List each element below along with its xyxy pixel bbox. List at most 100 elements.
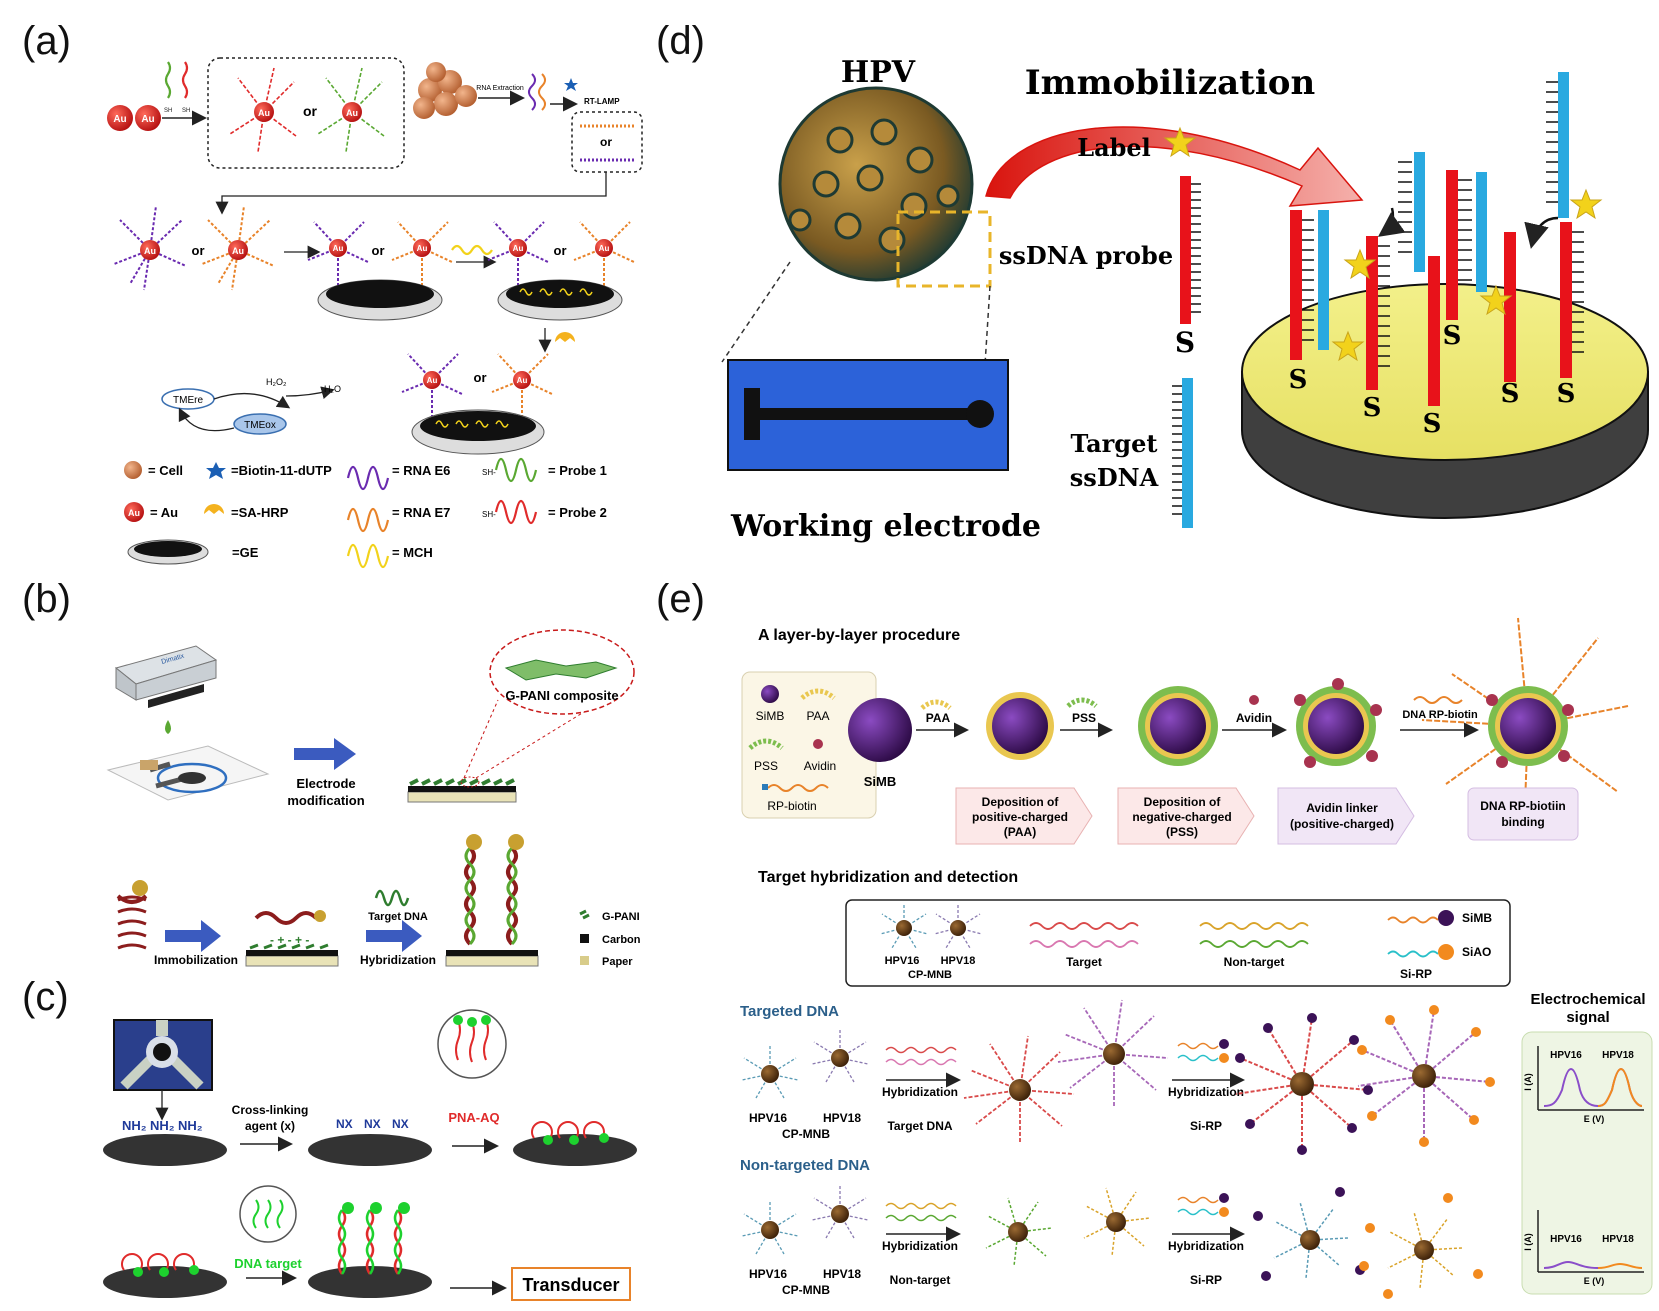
svg-text:Au: Au [427, 376, 438, 385]
svg-text:Au: Au [128, 508, 140, 518]
svg-text:or: or [192, 243, 205, 258]
mch-icon [346, 543, 390, 569]
svg-text:Au: Au [144, 246, 156, 256]
svg-text:SiMB: SiMB [864, 774, 897, 789]
svg-text:Avidin: Avidin [1236, 711, 1272, 725]
svg-text:PSS: PSS [754, 759, 778, 773]
svg-text:E (V): E (V) [1584, 1114, 1605, 1124]
sa-hrp-legend-icon [204, 504, 224, 514]
svg-text:CP-MNB: CP-MNB [908, 969, 952, 981]
transducer-label: Transducer [522, 1275, 619, 1295]
svg-text:Hybridization: Hybridization [1168, 1085, 1244, 1099]
svg-text:NX: NX [392, 1117, 409, 1131]
electrode-c5 [308, 1266, 432, 1298]
svg-text:= Probe 1: = Probe 1 [548, 463, 607, 478]
svg-text:H₂O₂: H₂O₂ [266, 377, 287, 387]
label-text: Label [1077, 133, 1151, 162]
svg-text:HPV18: HPV18 [823, 1267, 861, 1281]
gpani-legend-icon [579, 909, 590, 920]
sensor-chip-image [113, 1019, 213, 1121]
svg-text:Au: Au [513, 244, 524, 253]
svg-text:NX: NX [336, 1117, 353, 1131]
simb-paa-bead [986, 692, 1054, 760]
target-label-2: ssDNA [1070, 463, 1159, 492]
carbon-legend-icon [580, 934, 589, 943]
sa-hrp-icon [555, 332, 575, 342]
biotin-star-icon [564, 78, 578, 91]
probe2-icon [494, 499, 538, 525]
svg-text:HPV16: HPV16 [1550, 1234, 1582, 1245]
svg-text:Au: Au [517, 376, 528, 385]
blue-arrow-electrode-mod [294, 738, 356, 770]
panel-a-label: (a) [22, 19, 71, 63]
svg-text:PAA: PAA [806, 709, 829, 723]
svg-text:(positive-charged): (positive-charged) [1290, 817, 1394, 831]
svg-text:Au: Au [346, 108, 358, 118]
conjugate-box [207, 57, 405, 169]
svg-text:=SA-HRP: =SA-HRP [231, 505, 289, 520]
svg-text:Paper: Paper [602, 956, 633, 968]
inkjet-printer: Dimatix [114, 645, 218, 734]
svg-text:or: or [554, 243, 567, 258]
tme-cycle: TMEre TMEox H₂O₂ H₂O [161, 377, 341, 435]
electrode-c2 [308, 1134, 432, 1166]
svg-text:S: S [1423, 409, 1442, 439]
targeted-row: HPV16 HPV18 CP-MNB Hybridization Target … [741, 999, 1495, 1155]
svg-text:binding: binding [1501, 815, 1544, 829]
label-star-icon [1163, 126, 1197, 158]
ssdna-probe-label: ssDNA probe [999, 241, 1173, 270]
svg-text:NH₂: NH₂ [150, 1118, 175, 1133]
svg-text:Si-RP: Si-RP [1190, 1273, 1222, 1287]
svg-text:HPV18: HPV18 [1602, 1234, 1634, 1245]
svg-text:SH: SH [182, 108, 190, 114]
svg-text:TMEre: TMEre [173, 395, 203, 406]
hyb-title: Target hybridization and detection [758, 869, 1018, 886]
rna-e7-icon [346, 507, 390, 533]
svg-text:HPV16: HPV16 [749, 1267, 787, 1281]
svg-text:Electrochemical: Electrochemical [1530, 991, 1645, 1008]
hpv-label: HPV [841, 55, 916, 90]
svg-text:S: S [1501, 379, 1520, 409]
svg-text:Au: Au [113, 114, 126, 125]
ssdna-probe-icon: S [1175, 176, 1201, 359]
dna-target-label: DNA target [234, 1256, 302, 1271]
svg-text:PSS: PSS [1072, 711, 1096, 725]
svg-text:Deposition of: Deposition of [1144, 795, 1222, 809]
svg-text:agent (x): agent (x) [245, 1119, 295, 1133]
final-electrode: Au or Au [401, 353, 553, 455]
svg-text:Electrode: Electrode [296, 776, 355, 791]
svg-text:- + - + -: - + - + - [270, 933, 309, 947]
svg-text:Cross-linking: Cross-linking [232, 1103, 309, 1117]
svg-text:Avidin linker: Avidin linker [1306, 801, 1378, 815]
simb-avidin-bead [1294, 678, 1382, 768]
nontargeted-row: HPV16 HPV18 CP-MNB Hybridization Non-tar… [741, 1186, 1483, 1299]
svg-text:= MCH: = MCH [392, 545, 433, 560]
svg-text:E (V): E (V) [1584, 1276, 1605, 1286]
panel-d: (d) HPV Working electrode Immobilizatio [656, 19, 1649, 544]
svg-text:= Au: = Au [150, 505, 178, 520]
svg-text:SiAO: SiAO [1462, 945, 1491, 959]
paper-legend-icon [580, 956, 589, 965]
paper-electrode [106, 745, 270, 801]
svg-text:DNA RP-biotin: DNA RP-biotin [1402, 709, 1478, 721]
au-icon [124, 502, 144, 522]
svg-text:Hybridization: Hybridization [882, 1239, 958, 1253]
svg-text:Hybridization: Hybridization [882, 1085, 958, 1099]
thiol-probes: SH SH [164, 61, 190, 114]
cell-icon [124, 461, 142, 479]
red-curved-arrow [985, 126, 1364, 207]
svg-text:= RNA E6: = RNA E6 [392, 463, 450, 478]
svg-text:NH₂: NH₂ [122, 1118, 147, 1133]
svg-text:PAA: PAA [926, 711, 951, 725]
electrode-c1 [103, 1134, 227, 1166]
svg-text:=Biotin-11-dUTP: =Biotin-11-dUTP [231, 463, 332, 478]
svg-text:Non-target: Non-target [890, 1273, 951, 1287]
panel-a: (a) Au Au SH SH Au or Au [22, 19, 643, 569]
gpani-composite-label: G-PANI composite [505, 688, 618, 703]
probe1-icon [494, 457, 538, 483]
svg-text:HPV18: HPV18 [941, 955, 976, 967]
hybrid-au-row: Au or Au Au or Au Au [113, 205, 635, 321]
svg-text:= Probe 2: = Probe 2 [548, 505, 607, 520]
svg-text:HPV16: HPV16 [1550, 1050, 1582, 1061]
